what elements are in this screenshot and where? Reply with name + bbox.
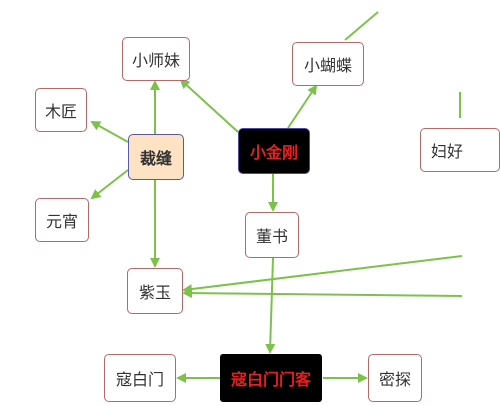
edge-xiaojingang-xiaohudie	[287, 84, 318, 129]
node-xiaohudie[interactable]: 小蝴蝶	[292, 42, 364, 86]
node-xiaojingang[interactable]: 小金刚	[238, 128, 310, 174]
node-koubaimen[interactable]: 寇白门	[104, 354, 176, 402]
node-caifeng[interactable]: 裁缝	[128, 134, 184, 180]
edge-offscreen-ziyu-1	[182, 255, 463, 294]
node-dongshu[interactable]: 董书	[245, 212, 299, 258]
edge-offscreen-ziyu-2	[182, 288, 463, 299]
edge-offscreen-top	[344, 11, 379, 41]
edge-caifeng-yuanxiao	[90, 169, 129, 200]
node-yuanxiao[interactable]: 元宵	[35, 198, 89, 242]
edge-caifeng-mujiang	[90, 121, 129, 143]
node-fuhao[interactable]: 妇好	[420, 128, 500, 172]
edge-xiaojingang-xiaoshimei	[179, 78, 239, 133]
edge-dongshu-koubaimenmenke	[265, 257, 276, 354]
node-xiaoshimei[interactable]: 小师妹	[122, 37, 190, 81]
node-koubaimen-menke[interactable]: 寇白门门客	[220, 354, 322, 402]
node-mitan[interactable]: 密探	[368, 354, 422, 402]
node-ziyu[interactable]: 紫玉	[127, 268, 183, 314]
node-mujiang[interactable]: 木匠	[35, 88, 87, 132]
